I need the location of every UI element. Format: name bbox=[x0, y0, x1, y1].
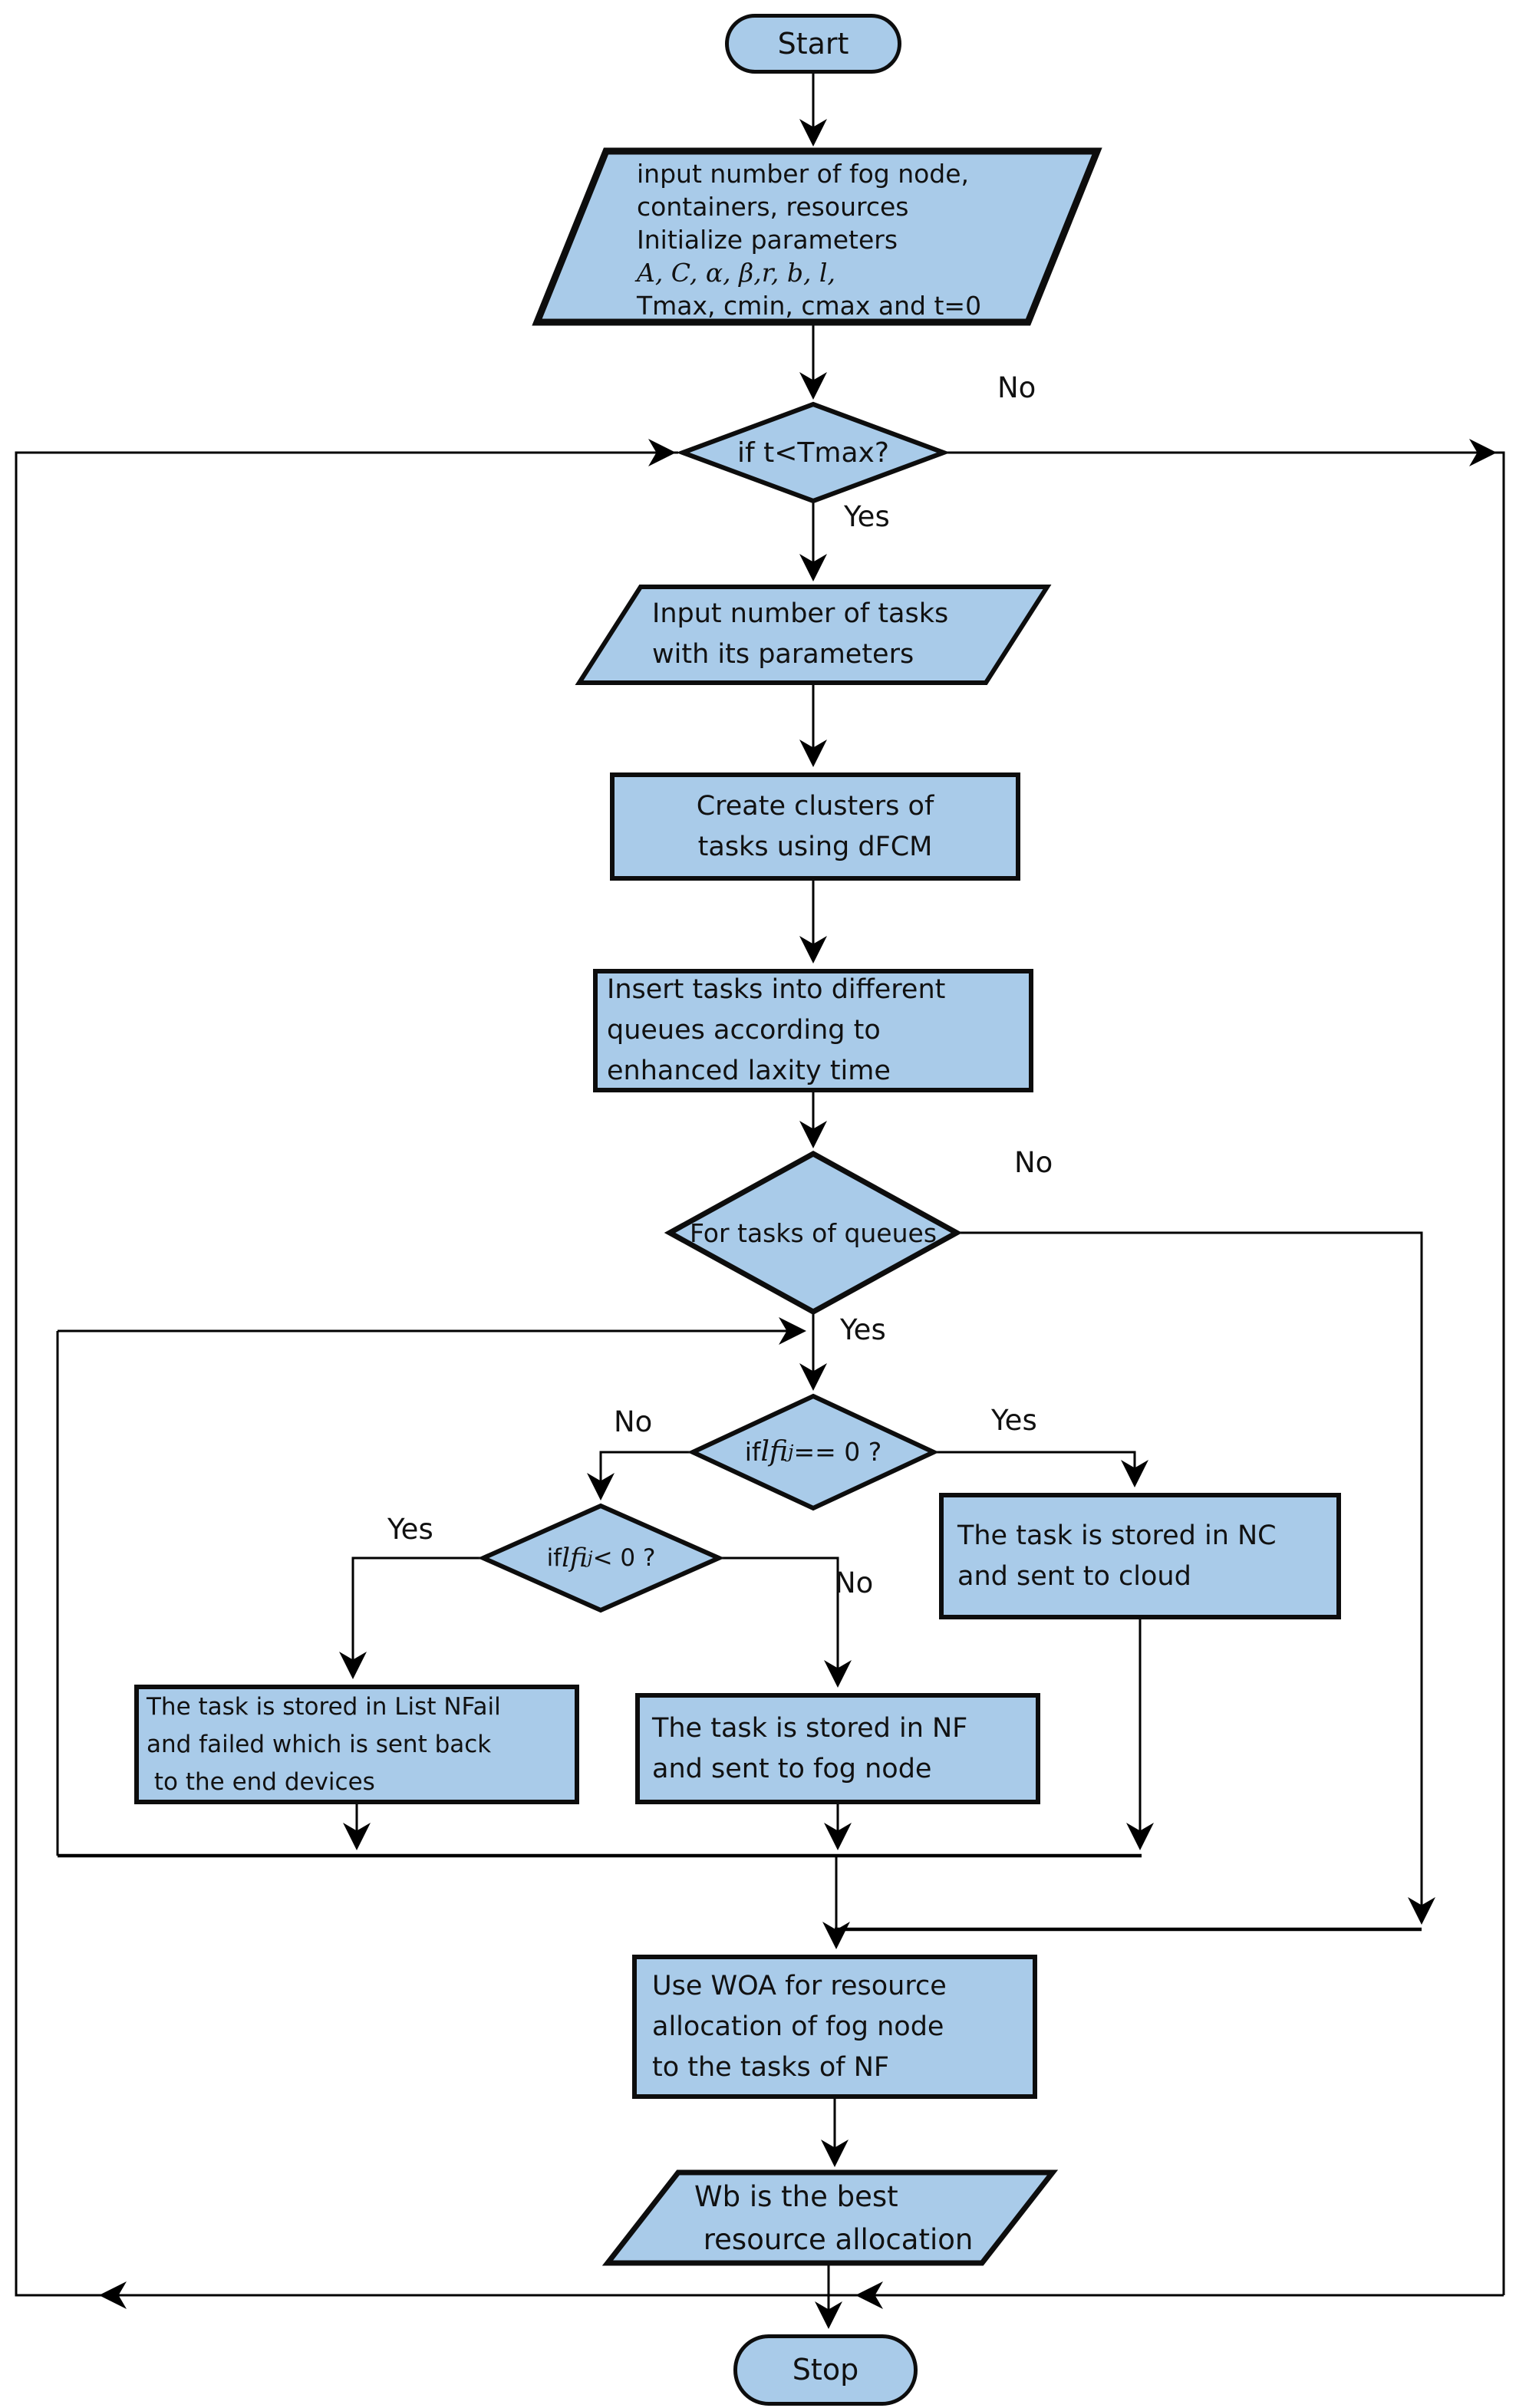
init-parallelogram-shape bbox=[532, 147, 1102, 326]
init-line3: Initialize parameters bbox=[637, 225, 898, 255]
store-nc-line2: and sent to cloud bbox=[957, 1560, 1191, 1592]
use-woa-line1: Use WOA for resource bbox=[652, 1970, 947, 2001]
edge-tmax-no-path bbox=[944, 451, 1505, 2295]
stop-node: Stop bbox=[733, 2334, 918, 2406]
store-nc-line1: The task is stored in NC bbox=[957, 1520, 1277, 1551]
label-lfzero-yes: Yes bbox=[991, 1404, 1037, 1437]
insert-tasks-line3: enhanced laxity time bbox=[607, 1056, 891, 1086]
label-lfneg-no: No bbox=[835, 1566, 874, 1599]
wb-line2: resource allocation bbox=[694, 2223, 974, 2256]
for-tasks-diamond-shape bbox=[664, 1151, 963, 1315]
lf-neg-cond: < 0 ? bbox=[592, 1544, 656, 1572]
init-line2: containers, resources bbox=[637, 192, 909, 222]
lf-zero-var: lfi bbox=[760, 1435, 789, 1468]
store-nfail-node: The task is stored in List NFail and fai… bbox=[134, 1685, 579, 1804]
store-nf-line2: and sent to fog node bbox=[652, 1753, 932, 1784]
store-nfail-line3: to the end devices bbox=[147, 1767, 375, 1796]
label-tmax-yes: Yes bbox=[844, 500, 890, 533]
label-queue-yes: Yes bbox=[840, 1313, 886, 1346]
start-label: Start bbox=[777, 26, 849, 61]
edge-lfneg-yes bbox=[339, 1556, 483, 1679]
label-lfneg-yes: Yes bbox=[387, 1513, 433, 1546]
lf-zero-if: if bbox=[744, 1436, 761, 1467]
use-woa-line3: to the tasks of NF bbox=[652, 2051, 890, 2083]
check-lf-neg-diamond-shape bbox=[477, 1503, 725, 1613]
check-tmax-diamond-shape bbox=[676, 401, 951, 504]
init-line1: input number of fog node, bbox=[637, 159, 970, 189]
wb-line1: Wb is the best bbox=[694, 2180, 898, 2213]
lf-zero-sup: j bbox=[788, 1441, 794, 1462]
input-tasks-line1: Input number of tasks bbox=[652, 598, 949, 629]
create-clusters-node: Create clusters of tasks using dFCM bbox=[610, 772, 1020, 881]
insert-tasks-line1: Insert tasks into different bbox=[607, 974, 946, 1005]
input-tasks-node-text: Input number of tasks with its parameter… bbox=[652, 589, 1020, 680]
wb-parallelogram-shape bbox=[601, 2169, 1059, 2266]
init-node-text: input number of fog node, containers, re… bbox=[637, 157, 1082, 322]
for-tasks-label: For tasks of queues bbox=[689, 1217, 938, 1248]
store-nf-line1: The task is stored in NF bbox=[652, 1712, 968, 1744]
create-clusters-line1: Create clusters of bbox=[696, 790, 934, 822]
lf-neg-if: if bbox=[546, 1544, 562, 1572]
stop-label: Stop bbox=[792, 2353, 859, 2387]
edge-lfzero-no bbox=[587, 1451, 693, 1500]
check-lf-zero-diamond-shape bbox=[687, 1393, 940, 1511]
store-nf-node: The task is stored in NF and sent to fog… bbox=[635, 1693, 1040, 1804]
insert-tasks-node: Insert tasks into different queues accor… bbox=[593, 969, 1033, 1092]
lf-neg-sup: j bbox=[587, 1548, 593, 1568]
insert-tasks-line2: queues according to bbox=[607, 1015, 881, 1046]
edge-bottom-loop-path bbox=[15, 451, 1504, 2297]
store-nfail-line2: and failed which is sent back bbox=[147, 1730, 492, 1758]
lf-neg-var: lfi bbox=[562, 1543, 588, 1573]
store-nfail-line1: The task is stored in List NFail bbox=[147, 1692, 501, 1721]
edge-fortasks-no bbox=[957, 1231, 1435, 1925]
edge-lfzero-yes bbox=[934, 1451, 1148, 1487]
check-tmax-label: if t<Tmax? bbox=[737, 436, 889, 469]
input-tasks-line2: with its parameters bbox=[652, 639, 914, 670]
use-woa-node: Use WOA for resource allocation of fog n… bbox=[632, 1955, 1037, 2099]
start-node: Start bbox=[725, 14, 901, 74]
init-line4-parameters: A, C, α, β,r, b, l, bbox=[637, 258, 835, 288]
store-nc-node: The task is stored in NC and sent to clo… bbox=[939, 1493, 1341, 1619]
wb-node-text: Wb is the best resource allocation bbox=[694, 2177, 1032, 2260]
label-lfzero-no: No bbox=[614, 1405, 653, 1438]
create-clusters-line2: tasks using dFCM bbox=[697, 831, 933, 862]
label-queue-no: No bbox=[1014, 1146, 1053, 1179]
use-woa-line2: allocation of fog node bbox=[652, 2011, 944, 2042]
label-tmax-no: No bbox=[997, 371, 1036, 404]
init-line5: Tmax, cmin, cmax and t=0 bbox=[637, 291, 982, 321]
lf-zero-cond: == 0 ? bbox=[793, 1436, 882, 1467]
edge-lfneg-no bbox=[719, 1556, 852, 1688]
input-tasks-parallelogram-shape bbox=[575, 585, 1052, 685]
